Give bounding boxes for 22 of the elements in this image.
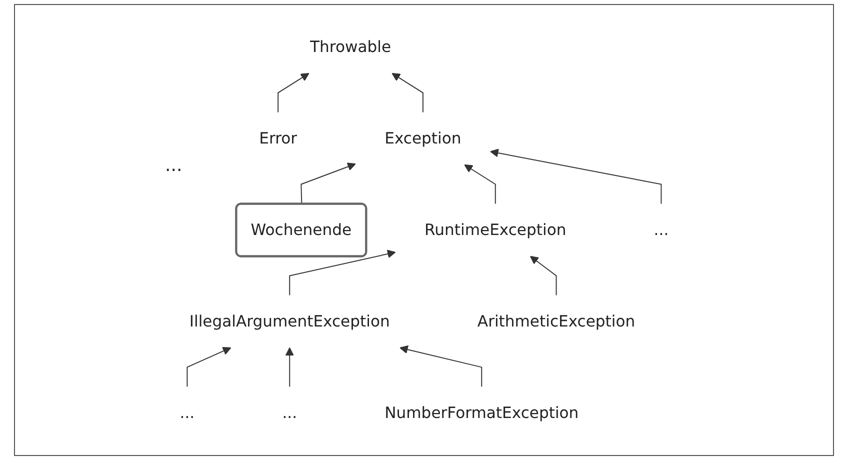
diagram-frame: Throwable Error Exception Wochenende RuntimeException ... IllegalArgumentException ArithmeticException ... ... NumberFormatException ... (14, 4, 834, 456)
node-text: Exception (384, 128, 462, 148)
arrow (277, 72, 310, 113)
arrow (392, 72, 424, 113)
arrow (300, 162, 356, 205)
arrow (490, 148, 662, 204)
node-text: Error (258, 128, 297, 148)
node-text: ArithmeticException (477, 312, 635, 330)
node-text: IllegalArgumentException (189, 312, 390, 330)
arrow (464, 164, 496, 204)
node-text: ... (654, 220, 668, 239)
arrow (530, 256, 557, 296)
arrow (285, 347, 294, 388)
node-text: RuntimeException (424, 220, 566, 239)
ellipsis-text: ... (165, 155, 182, 176)
node-text: ... (180, 403, 194, 422)
node-text: Throwable (310, 37, 391, 56)
node-text: ... (282, 403, 297, 422)
arrow (186, 346, 231, 388)
node-text: NumberFormatException (384, 403, 578, 422)
arrow (399, 345, 482, 388)
arrow (288, 250, 396, 296)
